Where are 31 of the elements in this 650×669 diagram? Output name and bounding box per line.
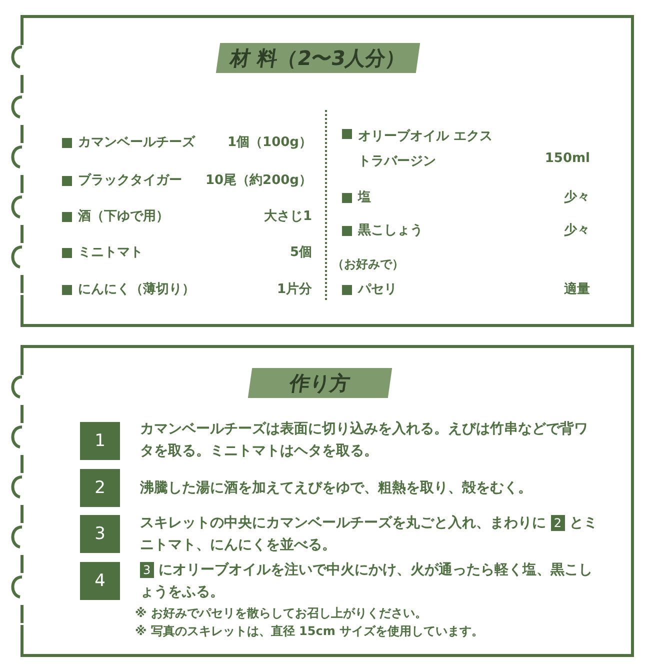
section-heading: 作り方 xyxy=(248,368,392,398)
section-heading: 材 料（2〜3人分） xyxy=(216,43,420,73)
ingredient-amount: 1個（100g） xyxy=(228,134,312,152)
ingredient-name: 酒（下ゆで用） xyxy=(78,208,169,226)
ingredient-amount: 10尾（約200g） xyxy=(205,172,312,190)
step-number: 4 xyxy=(80,562,120,600)
ingredient-amount: 少々 xyxy=(564,222,590,240)
ingredient-name: パセリ xyxy=(358,281,397,299)
ingredient-amount: 適量 xyxy=(564,280,590,299)
ingredient-name: にんにく（薄切り） xyxy=(78,281,195,299)
footnote: ※ お好みでパセリを散らしてお召し上がりください。 xyxy=(135,605,427,622)
optional-note: （お好みで） xyxy=(332,256,404,273)
ingredient-name: オリーブオイル エクストラバージン xyxy=(358,128,494,171)
step-number: 1 xyxy=(80,422,120,460)
step-text: 沸騰した湯に酒を加えてえびをゆで、粗熱を取り、殻をむく。 xyxy=(140,479,533,498)
ingredient-amount: 150ml xyxy=(544,150,590,168)
ingredient-amount: 1片分 xyxy=(276,281,312,299)
ingredient-name: ミニトマト xyxy=(78,244,143,262)
ingredient-name: 塩 xyxy=(358,189,371,207)
ingredient-name: カマンベールチーズ xyxy=(78,134,195,152)
ingredient-amount: 少々 xyxy=(564,189,590,207)
footnote: ※ 写真のスキレットは、直径 15cm サイズを使用しています。 xyxy=(135,623,484,640)
step-text: 3 にオリーブオイルを注いで中火にかけ、火が通ったら軽く塩、黒こしょうをふる。 xyxy=(140,560,594,602)
step-text: カマンベールチーズは表面に切り込みを入れる。えびは竹串などで背ワタを取る。ミニトマトはヘタを取る。 xyxy=(140,420,589,461)
step-number: 2 xyxy=(80,469,120,507)
ingredient-name: 黒こしょう xyxy=(358,222,423,240)
ingredient-amount: 5個 xyxy=(290,244,312,262)
step-text: スキレットの中央にカマンベールチーズを丸ごと入れ、まわりに 2 とミニトマト、にんにくを並べる。 xyxy=(140,514,598,555)
ingredient-amount: 大さじ1 xyxy=(264,208,312,226)
ingredient-name: ブラックタイガー xyxy=(78,172,182,190)
step-number: 3 xyxy=(80,515,120,553)
